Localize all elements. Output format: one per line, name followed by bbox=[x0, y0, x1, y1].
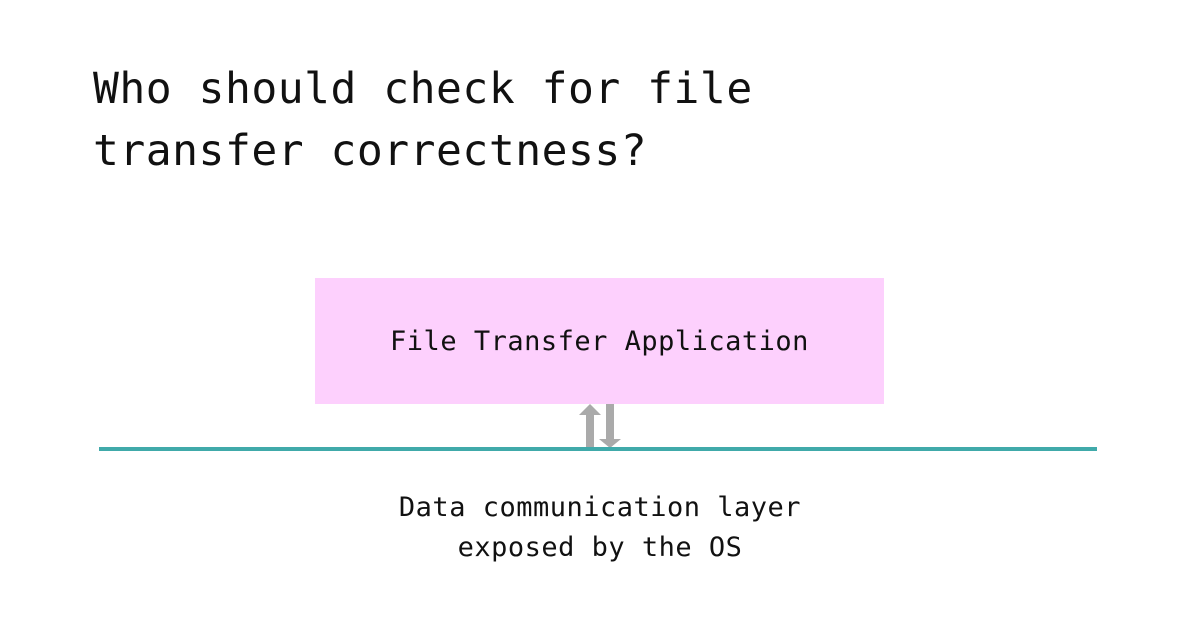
application-box-label: File Transfer Application bbox=[390, 325, 809, 357]
communication-layer-line bbox=[99, 447, 1097, 451]
file-transfer-application-box: File Transfer Application bbox=[315, 278, 884, 404]
up-arrow-icon bbox=[579, 404, 601, 448]
communication-layer-label: Data communication layer exposed by the … bbox=[300, 488, 900, 568]
communication-layer-label-line-1: Data communication layer bbox=[398, 492, 802, 523]
down-arrow-icon bbox=[599, 404, 621, 448]
slide-title-line-2: transfer correctness? bbox=[93, 126, 648, 176]
bidirectional-arrows-icon bbox=[576, 402, 626, 450]
communication-layer-label-line-2: exposed by the OS bbox=[457, 532, 743, 563]
slide-title-line-1: Who should check for file bbox=[93, 64, 753, 114]
slide-title: Who should check for file transfer corre… bbox=[93, 58, 993, 182]
